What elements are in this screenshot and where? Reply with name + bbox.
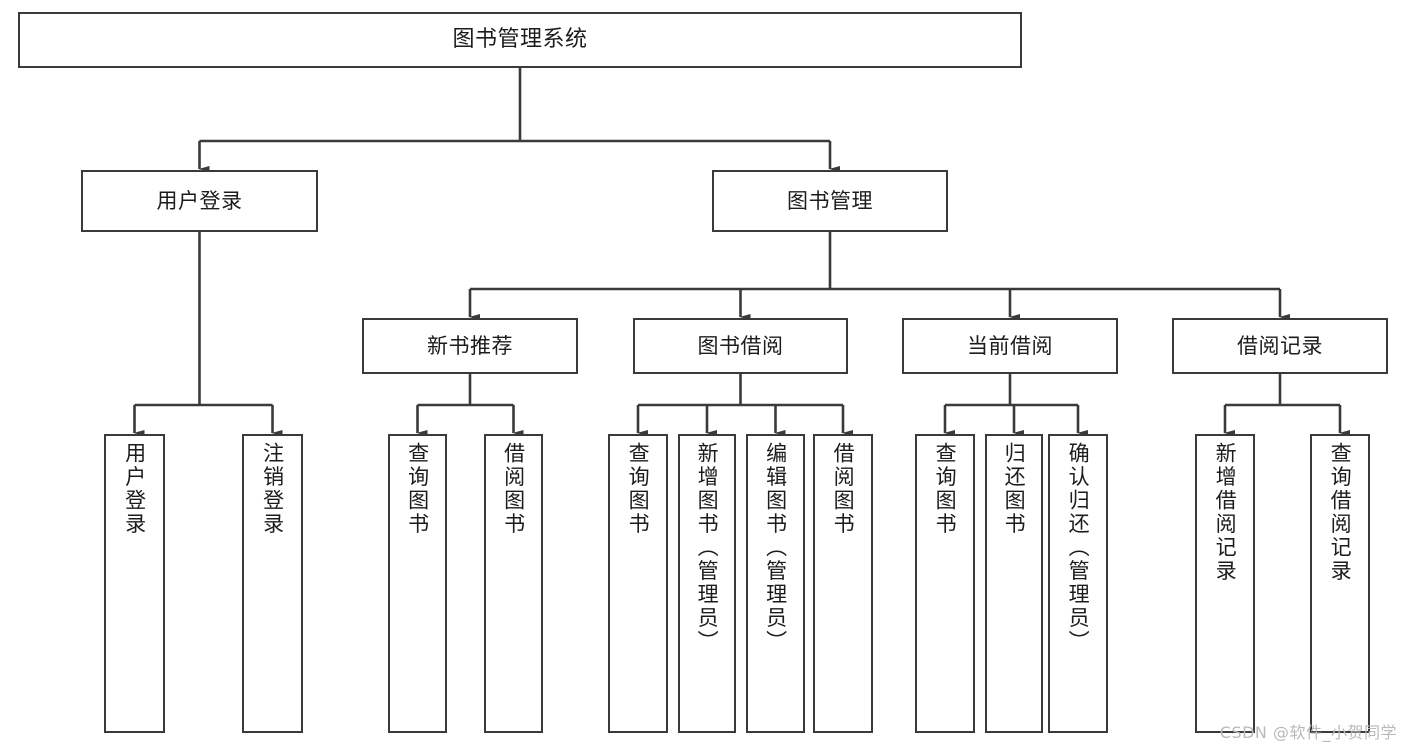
node-leaf-add-book[interactable]: 新增图书（管理员） (678, 434, 736, 733)
node-label: 图书借阅 (697, 333, 784, 358)
node-label: 用户登录 (122, 442, 147, 536)
node-current-borrow[interactable]: 当前借阅 (902, 318, 1118, 374)
node-leaf-query-record[interactable]: 查询借阅记录 (1310, 434, 1370, 733)
node-label: 归还图书 (1002, 442, 1027, 536)
node-leaf-borrow-book-2[interactable]: 借阅图书 (813, 434, 873, 733)
node-leaf-confirm-return[interactable]: 确认归还（管理员） (1048, 434, 1108, 733)
node-user-login[interactable]: 用户登录 (81, 170, 318, 232)
node-label: 查询图书 (933, 442, 958, 536)
csdn-watermark: CSDN @软件_小贺同学 (1219, 723, 1397, 742)
node-label: 新增图书（管理员） (695, 442, 720, 654)
node-leaf-borrow-book-1[interactable]: 借阅图书 (484, 434, 543, 733)
node-leaf-edit-book[interactable]: 编辑图书（管理员） (746, 434, 805, 733)
node-leaf-query-book-3[interactable]: 查询图书 (915, 434, 975, 733)
node-label: 确认归还（管理员） (1066, 442, 1091, 654)
node-label: 当前借阅 (967, 333, 1053, 358)
node-label: 借阅图书 (501, 442, 526, 536)
node-label: 查询图书 (626, 442, 651, 536)
node-borrow-record[interactable]: 借阅记录 (1172, 318, 1388, 374)
node-label: 新书推荐 (427, 333, 513, 358)
node-leaf-add-record[interactable]: 新增借阅记录 (1195, 434, 1255, 733)
node-label: 借阅记录 (1237, 333, 1323, 358)
node-leaf-return-book[interactable]: 归还图书 (985, 434, 1043, 733)
node-label: 新增借阅记录 (1213, 442, 1238, 583)
node-label: 用户登录 (156, 188, 243, 213)
node-label: 注销登录 (260, 442, 285, 536)
node-label: 图书管理系统 (452, 27, 588, 53)
node-book-manage[interactable]: 图书管理 (712, 170, 948, 232)
node-label: 借阅图书 (831, 442, 856, 536)
node-leaf-query-book-2[interactable]: 查询图书 (608, 434, 668, 733)
node-label: 编辑图书（管理员） (763, 442, 788, 654)
node-label: 查询图书 (405, 442, 430, 536)
node-new-book-rec[interactable]: 新书推荐 (362, 318, 578, 374)
node-leaf-user-login[interactable]: 用户登录 (104, 434, 165, 733)
node-leaf-query-book-1[interactable]: 查询图书 (388, 434, 447, 733)
node-label: 查询借阅记录 (1328, 442, 1353, 583)
node-label: 图书管理 (787, 188, 873, 213)
node-root[interactable]: 图书管理系统 (18, 12, 1022, 68)
node-book-borrow[interactable]: 图书借阅 (633, 318, 848, 374)
node-leaf-logout[interactable]: 注销登录 (242, 434, 303, 733)
